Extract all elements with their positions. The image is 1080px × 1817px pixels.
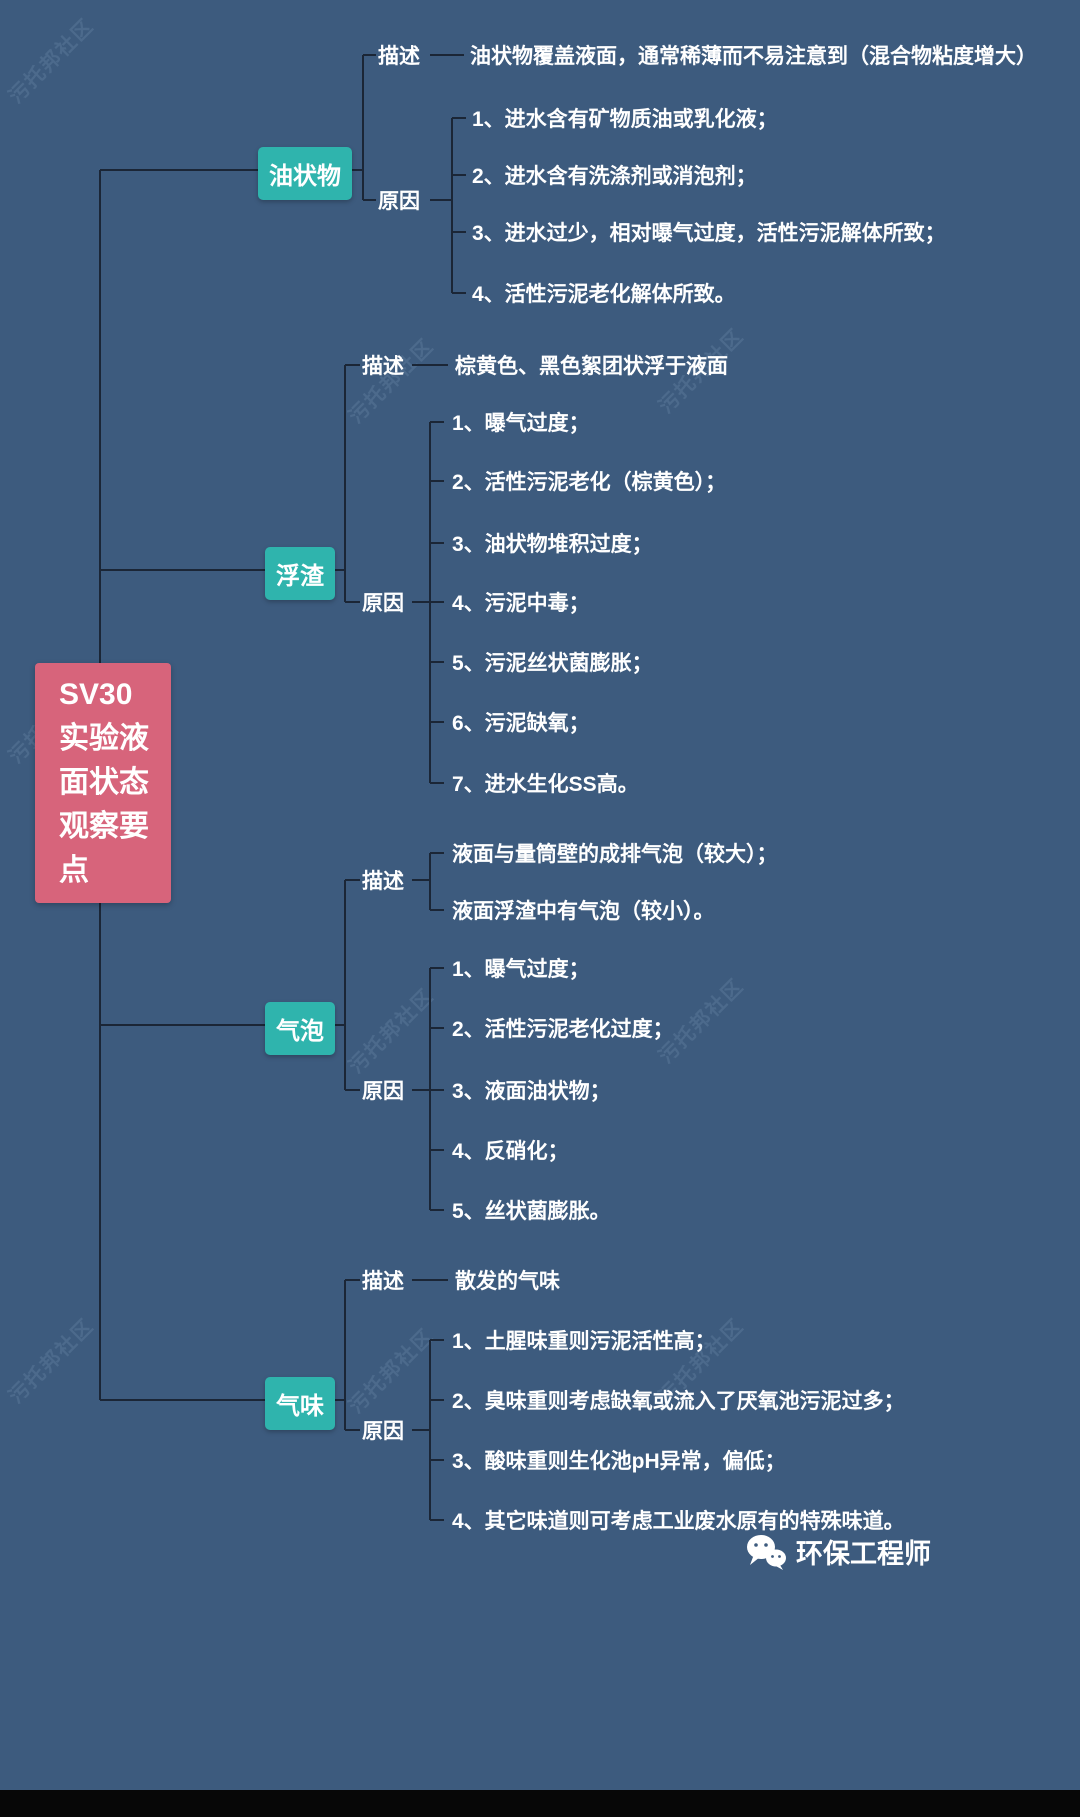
cause-item: 1、曝气过度； [452,958,590,981]
wechat-icon [747,1534,786,1570]
describe-item: 散发的气味 [455,1270,560,1293]
branch-oily-matter: 油状物 [258,147,352,200]
describe-label: 描述 [362,1270,404,1293]
cause-item: 1、土腥味重则污泥活性高； [452,1330,716,1353]
cause-item: 7、进水生化SS高。 [452,773,639,796]
branch-odor: 气味 [265,1377,335,1430]
root-node: SV30 实验液 面状态 观察要 点 [35,663,171,903]
brand-text: 环保工程师 [796,1539,931,1569]
cause-item: 3、液面油状物； [452,1080,611,1103]
cause-item: 4、污泥中毒； [452,592,590,615]
cause-item: 3、酸味重则生化池pH异常，偏低； [452,1450,786,1473]
cause-item: 5、丝状菌膨胀。 [452,1200,611,1223]
cause-label: 原因 [362,592,404,615]
cause-item: 4、活性污泥老化解体所致。 [472,283,736,306]
describe-label: 描述 [362,355,404,378]
describe-label: 描述 [378,45,420,68]
branch-bubbles: 气泡 [265,1002,335,1055]
cause-item: 3、进水过少，相对曝气过度，活性污泥解体所致； [472,222,946,245]
cause-item: 4、其它味道则可考虑工业废水原有的特殊味道。 [452,1510,905,1533]
cause-item: 2、臭味重则考虑缺氧或流入了厌氧池污泥过多； [452,1390,905,1413]
cause-label: 原因 [378,190,420,213]
cause-item: 4、反硝化； [452,1140,569,1163]
describe-item: 棕黄色、黑色絮团状浮于液面 [455,355,728,378]
describe-item: 液面浮渣中有气泡（较小）。 [452,900,715,923]
cause-item: 5、污泥丝状菌膨胀； [452,652,653,675]
cause-item: 2、活性污泥老化过度； [452,1018,674,1041]
describe-label: 描述 [362,870,404,893]
branch-scum: 浮渣 [265,547,335,600]
cause-item: 6、污泥缺氧； [452,712,590,735]
cause-item: 2、进水含有洗涤剂或消泡剂； [472,165,757,188]
describe-item: 液面与量筒壁的成排气泡（较大）； [452,843,778,866]
cause-label: 原因 [362,1080,404,1103]
cause-item: 1、曝气过度； [452,412,590,435]
cause-item: 2、活性污泥老化（棕黄色）； [452,471,727,494]
footer-brand: 环保工程师 [745,1532,931,1571]
cause-label: 原因 [362,1420,404,1443]
cause-item: 3、油状物堆积过度； [452,533,653,556]
describe-item: 油状物覆盖液面，通常稀薄而不易注意到（混合物粘度增大） [470,45,1037,68]
cause-item: 1、进水含有矿物质油或乳化液； [472,108,778,131]
bottom-bar [0,1790,1080,1817]
